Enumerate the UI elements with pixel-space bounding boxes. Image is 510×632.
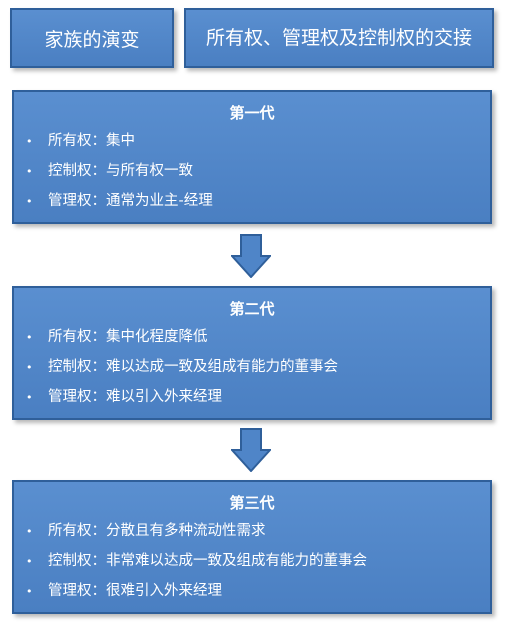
header-ownership-transfer-label: 所有权、管理权及控制权的交接 (205, 27, 472, 49)
list-item: • 管理权：难以引入外来经理 (26, 382, 490, 412)
list-item: • 管理权：很难引入外来经理 (26, 576, 490, 606)
bullet-icon: • (26, 525, 33, 538)
generation-3-title: 第三代 (229, 494, 275, 512)
list-item-text: 控制权：难以达成一致及组成有能力的董事会 (48, 359, 338, 375)
list-item-text: 管理权：很难引入外来经理 (48, 583, 222, 599)
generation-1-panel: 第一代 • 所有权：集中 • 控制权：与所有权一致 • 管理权：通常为业主-经理 (12, 90, 492, 224)
list-item: • 控制权：难以达成一致及组成有能力的董事会 (26, 352, 490, 382)
bullet-icon: • (26, 391, 33, 404)
list-item-text: 管理权：通常为业主-经理 (48, 193, 213, 209)
list-item-text: 所有权：集中化程度降低 (48, 329, 208, 345)
list-item: • 控制权：与所有权一致 (26, 156, 490, 186)
bullet-icon: • (26, 361, 33, 374)
list-item-text: 所有权：分散且有多种流动性需求 (48, 523, 266, 539)
header-family-evolution-label: 家族的演变 (44, 28, 140, 51)
bullet-icon: • (26, 555, 33, 568)
header-family-evolution: 家族的演变 (10, 8, 174, 68)
bullet-icon: • (26, 195, 33, 208)
generation-3-list: • 所有权：分散且有多种流动性需求 • 控制权：非常难以达成一致及组成有能力的董事会… (14, 516, 490, 606)
generation-2-title: 第二代 (229, 300, 275, 318)
list-item-text: 控制权：非常难以达成一致及组成有能力的董事会 (48, 553, 367, 569)
down-arrow-icon (231, 428, 271, 472)
down-arrow-icon (231, 234, 271, 278)
header-ownership-transfer: 所有权、管理权及控制权的交接 (184, 8, 494, 68)
list-item: • 管理权：通常为业主-经理 (26, 186, 490, 216)
bullet-icon: • (26, 165, 33, 178)
list-item: • 所有权：集中 (26, 126, 490, 156)
list-item: • 所有权：分散且有多种流动性需求 (26, 516, 490, 546)
bullet-icon: • (26, 135, 33, 148)
list-item-text: 所有权：集中 (48, 133, 135, 149)
bullet-icon: • (26, 585, 33, 598)
list-item-text: 控制权：与所有权一致 (48, 163, 193, 179)
list-item: • 所有权：集中化程度降低 (26, 322, 490, 352)
generation-1-title: 第一代 (229, 104, 275, 122)
generation-1-list: • 所有权：集中 • 控制权：与所有权一致 • 管理权：通常为业主-经理 (14, 126, 490, 216)
generation-2-panel: 第二代 • 所有权：集中化程度降低 • 控制权：难以达成一致及组成有能力的董事会 •… (12, 286, 492, 420)
list-item: • 控制权：非常难以达成一致及组成有能力的董事会 (26, 546, 490, 576)
list-item-text: 管理权：难以引入外来经理 (48, 389, 222, 405)
generation-2-list: • 所有权：集中化程度降低 • 控制权：难以达成一致及组成有能力的董事会 • 管理权：… (14, 322, 490, 412)
generation-3-panel: 第三代 • 所有权：分散且有多种流动性需求 • 控制权：非常难以达成一致及组成有能力… (12, 480, 492, 614)
bullet-icon: • (26, 331, 33, 344)
